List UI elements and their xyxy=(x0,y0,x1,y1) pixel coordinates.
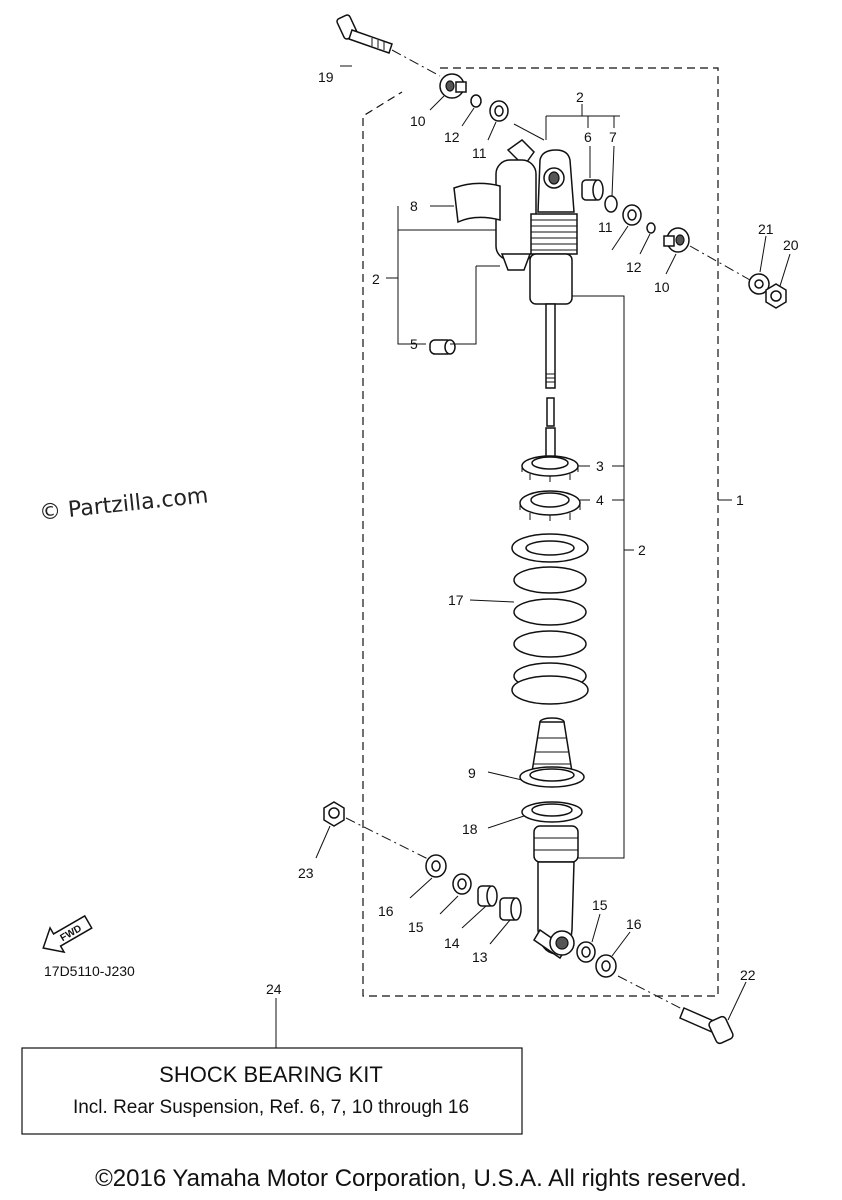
part-8-reservoir-protector[interactable] xyxy=(453,182,501,224)
callout-11-right: 11 xyxy=(598,219,613,235)
part-4-locknut[interactable] xyxy=(519,490,581,521)
callout-4: 4 xyxy=(596,492,604,508)
part-9-spring-guide[interactable] xyxy=(519,766,585,788)
callout-2-top: 2 xyxy=(576,89,584,105)
part-12-oring-top[interactable] xyxy=(470,94,482,108)
callout-19: 19 xyxy=(318,69,334,85)
callout-18: 18 xyxy=(462,821,478,837)
part-2-shock-lower-body xyxy=(532,825,579,960)
shock-bearing-kit-box xyxy=(21,1047,523,1135)
part-14-collar[interactable] xyxy=(477,885,498,907)
kit-subtitle: Incl. Rear Suspension, Ref. 6, 7, 10 thr… xyxy=(73,1097,469,1118)
callout-12-right: 12 xyxy=(626,259,642,275)
part-20-nut[interactable] xyxy=(765,283,787,309)
callout-6: 6 xyxy=(584,129,592,145)
callout-2-right: 2 xyxy=(638,542,646,558)
callout-9: 9 xyxy=(468,765,476,781)
part-11-bushing-right[interactable] xyxy=(622,204,642,226)
part-6-bushing[interactable] xyxy=(581,179,604,201)
diagram-code: 17D5110-J230 xyxy=(44,963,135,979)
fwd-arrow-icon: FWD xyxy=(42,914,93,954)
callout-23: 23 xyxy=(298,865,314,881)
part-11-bushing-top[interactable] xyxy=(489,100,509,122)
part-18-spring-seat[interactable] xyxy=(521,801,583,823)
callout-1: 1 xyxy=(736,492,744,508)
callout-7: 7 xyxy=(609,129,617,145)
callout-16-left: 16 xyxy=(378,903,394,919)
kit-title: SHOCK BEARING KIT xyxy=(159,1062,383,1087)
callout-2-left: 2 xyxy=(372,271,380,287)
part-3-spring-adjuster[interactable] xyxy=(521,455,579,482)
part-15-seal-right[interactable] xyxy=(576,941,596,963)
part-12-oring-right[interactable] xyxy=(646,222,656,234)
part-23-nut[interactable] xyxy=(323,801,345,827)
callout-leaders xyxy=(275,65,791,1048)
callout-8: 8 xyxy=(410,198,418,214)
callout-14: 14 xyxy=(444,935,460,951)
part-22-bolt[interactable] xyxy=(679,1007,734,1045)
part-15-seal-left[interactable] xyxy=(452,873,472,895)
callout-22: 22 xyxy=(740,967,756,983)
callout-3: 3 xyxy=(596,458,604,474)
fwd-label: FWD xyxy=(59,923,84,944)
callout-11-top: 11 xyxy=(472,145,487,161)
callout-10-top: 10 xyxy=(410,113,426,129)
part-19-bolt[interactable] xyxy=(336,14,393,54)
part-16-oil-seal-left[interactable] xyxy=(425,854,447,878)
part-10-collar-right[interactable] xyxy=(663,227,690,253)
callout-13: 13 xyxy=(472,949,488,965)
callout-15-right: 15 xyxy=(592,897,608,913)
part-16-oil-seal-right[interactable] xyxy=(595,954,617,978)
callout-20: 20 xyxy=(783,237,799,253)
part-13-bearing[interactable] xyxy=(499,897,522,921)
callout-16-right: 16 xyxy=(626,916,642,932)
callout-21: 21 xyxy=(758,221,774,237)
copyright-notice: ©2016 Yamaha Motor Corporation, U.S.A. A… xyxy=(95,1165,747,1192)
part-7-oil-seal[interactable] xyxy=(604,195,618,213)
watermark: © Partzilla.com xyxy=(38,483,209,526)
callout-17: 17 xyxy=(448,592,464,608)
callout-10-right: 10 xyxy=(654,279,670,295)
callout-12-top: 12 xyxy=(444,129,460,145)
part-bump-stopper xyxy=(531,717,573,773)
part-10-collar-top[interactable] xyxy=(439,73,467,99)
callout-5: 5 xyxy=(410,336,418,352)
part-2-reservoir xyxy=(495,139,537,271)
part-17-spring[interactable] xyxy=(511,533,589,705)
callout-labels: 19 10 12 11 2 6 7 8 2 5 11 12 10 21 20 3… xyxy=(266,69,799,997)
assembly-boundary xyxy=(362,67,719,997)
part-21-washer[interactable] xyxy=(748,273,770,295)
callout-24: 24 xyxy=(266,981,282,997)
part-5-valve[interactable] xyxy=(429,339,456,355)
callout-15-left: 15 xyxy=(408,919,424,935)
part-2-shock-absorber-body xyxy=(529,149,578,469)
